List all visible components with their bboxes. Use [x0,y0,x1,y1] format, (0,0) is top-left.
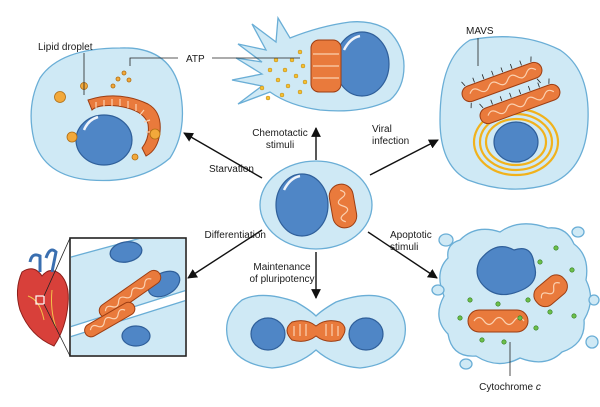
diff-mitochondrion-icon-2 [84,301,136,338]
label-maintenance-line1: Maintenance [253,262,311,273]
pluripotency-cell [225,294,407,369]
central-cell [259,160,373,250]
label-viral-line1: Viral [372,124,392,135]
label-chemotactic-line2: stimuli [266,140,294,151]
cytochrome-c-particles [457,245,577,345]
central-mitochondrion-icon [328,183,358,229]
atp-particles [259,49,308,101]
label-differentiation: Differentiation [204,230,266,241]
viral-mitochondrion-icon-2 [479,78,561,125]
label-starvation: Starvation [209,164,254,175]
label-atp: ATP [186,54,205,65]
diff-mitochondrion-icon-1 [98,269,162,319]
chemotactic-cell [212,15,405,112]
label-viral-line2: infection [372,136,409,147]
dividing-mitochondrion-icon [286,320,346,342]
label-cytochrome-c: Cytochrome c [479,382,541,393]
arrow-apoptotic [367,231,438,279]
arrows [183,127,439,299]
starvation-cell [30,47,184,182]
label-apoptotic-line1: Apoptotic [390,230,432,241]
chemotactic-mitochondrion-icon [310,39,342,93]
viral-mitochondrion-icon-1 [461,56,543,109]
arrow-viral [369,139,439,176]
labels: Lipid droplet ATP MAVS Chemotactic stimu… [38,26,541,393]
differentiation-panel [16,237,187,357]
label-apoptotic-line2: stimuli [390,242,418,253]
label-mavs: MAVS [466,26,494,37]
label-maintenance-line2: of pluripotency [249,274,314,285]
apoptotic-cell [431,223,600,376]
label-chemotactic-line1: Chemotactic [252,128,308,139]
lipid-droplet-icon [54,91,66,103]
central-nucleus [275,173,329,237]
label-lipid-droplet: Lipid droplet [38,42,93,53]
viral-cell [439,36,589,190]
arrow-differentiation [187,229,263,279]
starvation-mitochondrion-icon [87,95,161,157]
apoptotic-mitochondrion-icon-1 [533,274,568,308]
arrow-starvation [183,132,263,179]
apoptotic-mitochondrion-icon-2 [467,309,529,333]
heart-icon [16,248,69,347]
